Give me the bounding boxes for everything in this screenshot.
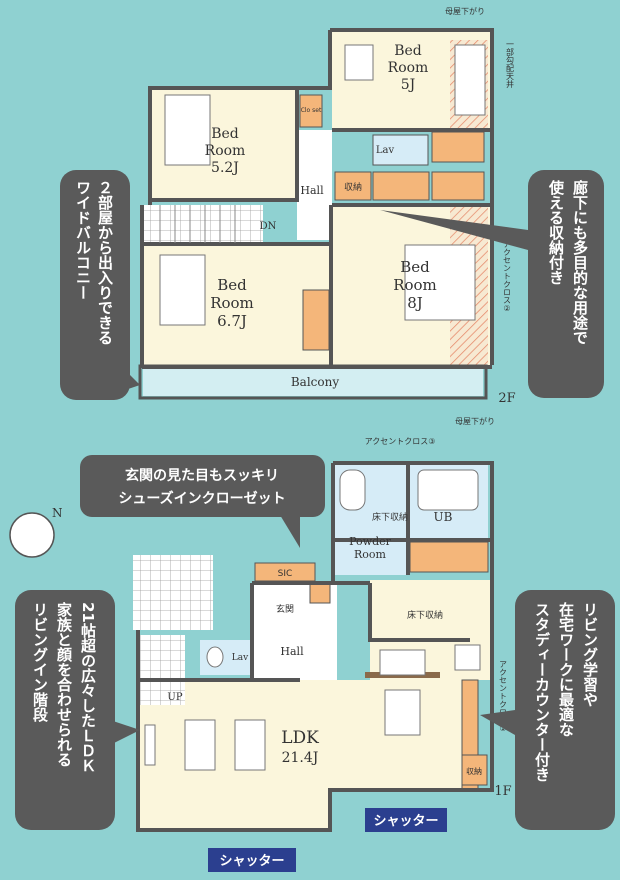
roof-top-note: 母屋下がり (445, 6, 485, 16)
floor-storage-1: 床下収納 (372, 511, 408, 523)
callout-study-line2: 在宅ワークに最適な (557, 601, 575, 737)
floor-1f-label: 1F (494, 784, 511, 799)
bed-left-size: 5.2J (211, 160, 239, 176)
callout-ldk: 21帖超の広々したＬＤＫ 家族と顔を合わせられる リビングイン階段 (15, 590, 140, 830)
bed-bottom-name1: Bed (217, 276, 247, 294)
bed-top-name1: Bed (394, 43, 422, 59)
hall-2f-area (297, 130, 332, 240)
callout-hallway-line2: 使える収納付き (547, 179, 565, 285)
stair-1f (140, 635, 185, 705)
pantry-storage (409, 541, 489, 573)
callout-ldk-line2: 家族と顔を合わせられる (55, 601, 73, 767)
floor-storage-2: 床下収納 (407, 609, 443, 621)
roof-bottom-note: 母屋下がり (455, 416, 495, 426)
stair-treads-2f (159, 205, 236, 243)
bed-right-size: 8J (407, 294, 423, 312)
entrance-label: 玄関 (276, 603, 294, 615)
lav-2f (372, 134, 429, 166)
down-label: DN (260, 221, 277, 232)
shutter-label-1: シャッター (373, 814, 438, 829)
callout-ldk-line1: 21帖超の広々したＬＤＫ (79, 602, 97, 773)
storage-2f-right-1 (431, 131, 485, 163)
balcony-rail (138, 364, 488, 400)
callout-hallway-storage: 廊下にも多目的な用途で 使える収納付き (380, 170, 604, 398)
callout-balcony-line1: ２部屋から出入りできる (96, 180, 114, 345)
entry-porch-tile (133, 555, 213, 630)
accent-cloth-1-note: アクセントクロス① (499, 660, 508, 733)
callout-study: リビング学習や 在宅ワークに最適な スタディーカウンター付き (480, 590, 615, 830)
floor-2f-label: 2F (498, 391, 515, 406)
storage-2f-label: 収納 (344, 181, 362, 193)
hall-1f-label: Hall (280, 645, 304, 658)
hall-2f-label: Hall (300, 184, 324, 197)
bed-bottom-name2: Room (210, 294, 254, 312)
closet-small-label: Clo set (301, 107, 322, 114)
ldk-area (140, 640, 470, 830)
closet-6-7j (302, 289, 330, 351)
bed-left-name1: Bed (211, 126, 239, 142)
floor-1: LDK 21.4J UB Powder Room 床下収納 床下収納 SIC 玄… (133, 437, 512, 832)
bed-top-name2: Room (388, 60, 429, 76)
bed-bottom-size: 6.7J (217, 312, 247, 330)
entrance-storage (309, 582, 331, 604)
storage-1f-label: 収納 (466, 766, 482, 776)
ldk-name: LDK (281, 728, 319, 748)
callout-study-line3: スタディーカウンター付き (533, 602, 551, 782)
callout-balcony: ２部屋から出入りできる ワイドバルコニー (60, 170, 140, 400)
bed-right-name1: Bed (400, 258, 430, 276)
storage-2f-left (334, 171, 372, 201)
partial-loft-note: 一部勾配天井 (506, 40, 515, 89)
storage-2f-right-3 (431, 171, 485, 201)
beds-2f (159, 44, 486, 326)
floor-2: Bed Room 5J Bed Room 5.2J Bed Room 8J Be… (138, 6, 516, 426)
fixtures-1f (144, 469, 481, 771)
walls-1f (136, 461, 494, 832)
callout-ldk-line3: リビングイン階段 (31, 602, 49, 723)
stair-2f (143, 205, 263, 243)
shutter-badge-1: シャッター (365, 808, 447, 832)
callout-entrance-line2: シューズインクローゼット (118, 490, 285, 507)
ub-label: UB (434, 510, 453, 524)
up-label: UP (167, 692, 182, 703)
powder-label-1: Powder (349, 535, 392, 548)
closet-small-2f (299, 94, 323, 128)
compass-icon: N (9, 506, 63, 558)
callout-entrance: 玄関の見た目もスッキリ シューズインクローゼット (80, 455, 325, 548)
accent-cloth-2-note: アクセントクロス② (503, 240, 512, 313)
compass-label: N (52, 506, 63, 520)
callout-hallway-line1: 廊下にも多目的な用途で (571, 179, 589, 345)
balcony-label: Balcony (291, 375, 339, 389)
callout-entrance-line1: 玄関の見た目もスッキリ (125, 467, 279, 484)
bed-top-size: 5J (401, 77, 416, 93)
storage-2f-right-2 (372, 171, 430, 201)
lav-1f-label: Lav (232, 653, 249, 663)
storage-1f (461, 754, 488, 786)
lav-2f-label: Lav (376, 145, 395, 156)
bed-left-name2: Room (205, 143, 246, 159)
callout-study-line1: リビング学習や (581, 602, 599, 707)
shutter-badge-2: シャッター (208, 848, 296, 872)
sic-label: SIC (278, 569, 293, 579)
balcony-area (143, 368, 483, 396)
accent-cloth-3-note: アクセントクロス③ (365, 437, 436, 446)
ldk-size: 21.4J (282, 750, 319, 766)
powder-label-2: Room (354, 548, 387, 561)
callout-balcony-line2: ワイドバルコニー (74, 180, 92, 300)
shutter-label-2: シャッター (219, 854, 284, 869)
bed-right-name2: Room (393, 276, 437, 294)
